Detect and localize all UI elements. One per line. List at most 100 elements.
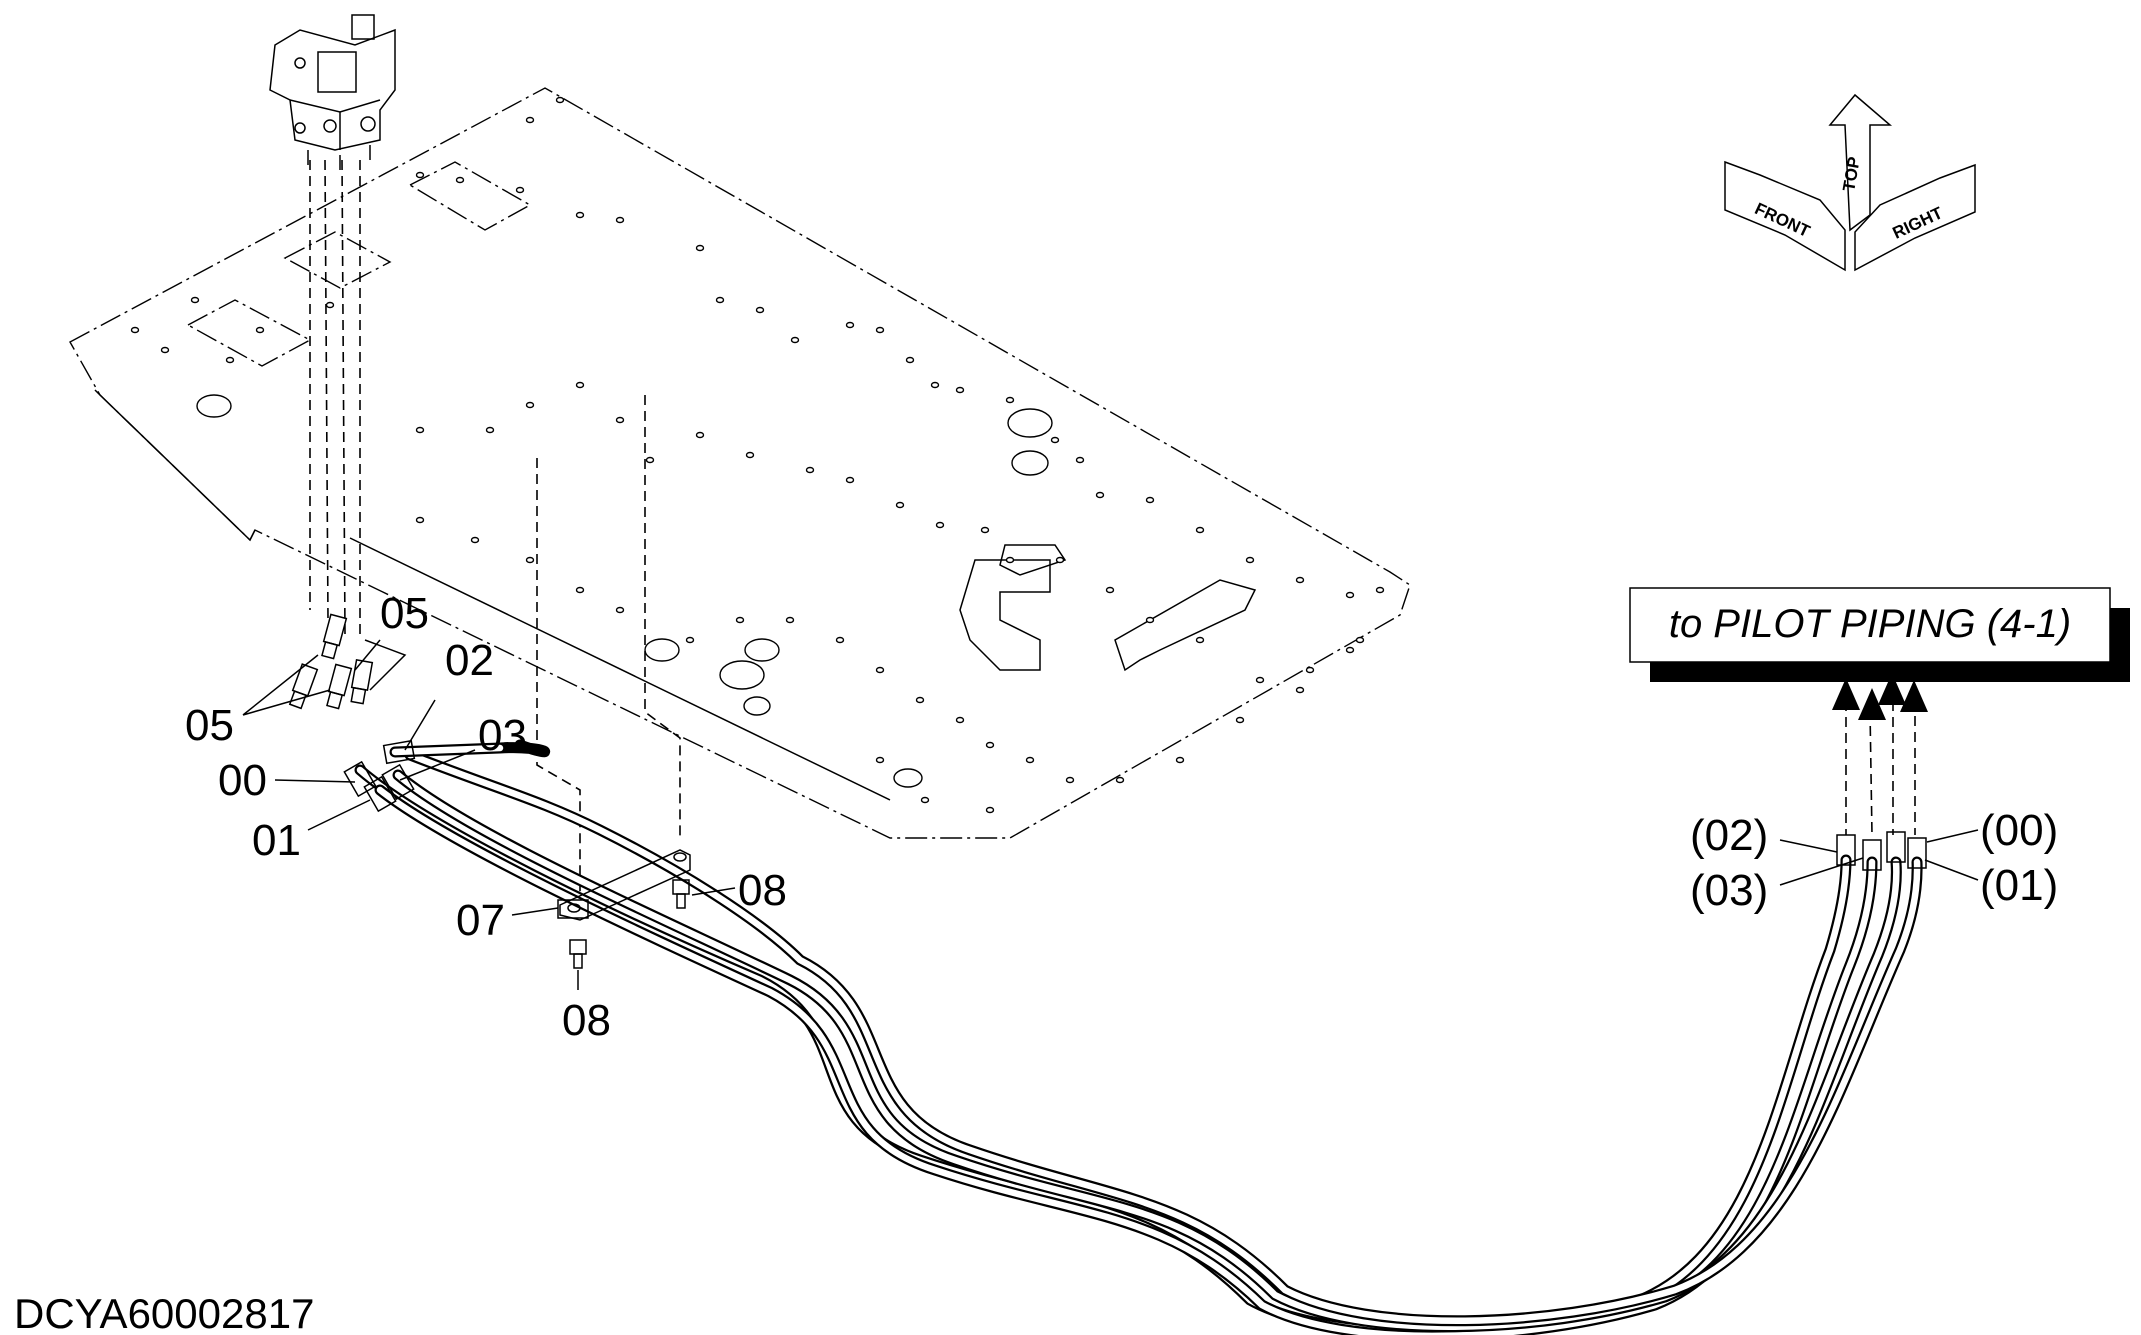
reference-box: to PILOT PIPING (4-1) [1629,587,2130,682]
bolt-hole [875,666,885,674]
bolt-hole [485,426,495,434]
bolt-hole [325,301,335,309]
bolt-hole [515,186,525,194]
bolt-hole [875,326,885,334]
pilot-valve [269,14,396,170]
bolt-hole [415,426,425,434]
assembly-lines [309,159,1916,900]
bolt-hole [1115,776,1125,784]
bolt-hole [715,296,725,304]
callout-00: 00 [218,756,267,805]
bolt-hole [1055,556,1065,564]
bolt-hole [525,116,535,124]
bolt-hole [645,456,655,464]
bolt-hole [470,536,480,544]
plate-holes [130,96,1385,814]
bolt-hole [785,616,795,624]
bolt-hole [575,381,585,389]
bolt-hole [755,306,765,314]
bolt-hole [790,336,800,344]
bolt-08-bottom [569,939,587,969]
bolt-hole [1375,586,1385,594]
bolt-hole [695,244,705,252]
bolt-hole [835,636,845,644]
bolt-hole [575,211,585,219]
bolt-hole [1345,646,1355,654]
callout-02: 02 [445,636,494,685]
callouts: 05 05 02 03 00 01 07 08 08 (02) (03) (00… [185,589,2058,1045]
orientation-symbol: FRONT RIGHT TOP [1724,93,1976,272]
bolt-hole [1345,591,1355,599]
bolt-hole [1235,716,1245,724]
bolt-hole [845,321,855,329]
bolt-hole [1075,456,1085,464]
callout-08-right: 08 [738,866,787,915]
bolt-hole [615,216,625,224]
callout-05-left: 05 [185,701,234,750]
bolt-hole [160,346,170,354]
bolt-hole [555,96,565,104]
top-label: TOP [1839,155,1864,192]
bolt-hole [615,416,625,424]
callout-05-top: 05 [380,589,429,638]
bolt-hole [1255,676,1265,684]
bolt-hole [980,526,990,534]
bolt-hole [985,806,995,814]
bolt-08-right [672,879,690,909]
bolt-hole [1145,496,1155,504]
bolt-hole [1245,556,1255,564]
bolt-hole [255,326,265,334]
bolt-hole [685,636,695,644]
bolt-hole [905,356,915,364]
pilot-hoses [343,739,1927,1335]
bolt-hole [935,521,945,529]
callout-07: 07 [456,896,505,945]
figure-code: DCYA60002817 [14,1290,314,1335]
bolt-hole [1195,526,1205,534]
bolt-hole [955,386,965,394]
callout-08-bottom: 08 [562,996,611,1045]
bolt-hole [130,326,140,334]
bolt-hole [190,296,200,304]
bolt-hole [415,171,425,179]
fittings-05 [288,613,407,710]
bolt-hole [1005,396,1015,404]
bolt-hole [1195,636,1205,644]
bolt-hole [845,476,855,484]
bolt-hole [1065,776,1075,784]
bolt-hole [915,696,925,704]
bolt-hole [695,431,705,439]
bolt-hole [1305,666,1315,674]
bolt-hole [735,616,745,624]
bolt-hole [525,556,535,564]
bolt-hole [875,756,885,764]
callout-r00: (00) [1980,806,2058,855]
bolt-hole [1295,686,1305,694]
bolt-hole [1295,576,1305,584]
bolt-hole [1105,586,1115,594]
bolt-hole [745,451,755,459]
callout-03: 03 [478,711,527,760]
reference-label: to PILOT PIPING (4-1) [1669,602,2071,646]
bolt-hole [1145,616,1155,624]
bolt-hole [455,176,465,184]
floor-plate [69,87,1411,839]
bolt-hole [1175,756,1185,764]
bolt-hole [895,501,905,509]
bolt-hole [1005,556,1015,564]
bolt-hole [1355,636,1365,644]
bolt-hole [415,516,425,524]
bolt-hole [575,586,585,594]
bolt-hole [1095,491,1105,499]
bolt-hole [525,401,535,409]
bolt-hole [1025,756,1035,764]
bolt-hole [920,796,930,804]
bolt-hole [1050,436,1060,444]
hose-clamp [557,849,691,921]
bolt-hole [955,716,965,724]
bolt-hole [615,606,625,614]
bolt-hole [225,356,235,364]
plate-cutouts [186,161,1257,672]
bolt-hole [930,381,940,389]
